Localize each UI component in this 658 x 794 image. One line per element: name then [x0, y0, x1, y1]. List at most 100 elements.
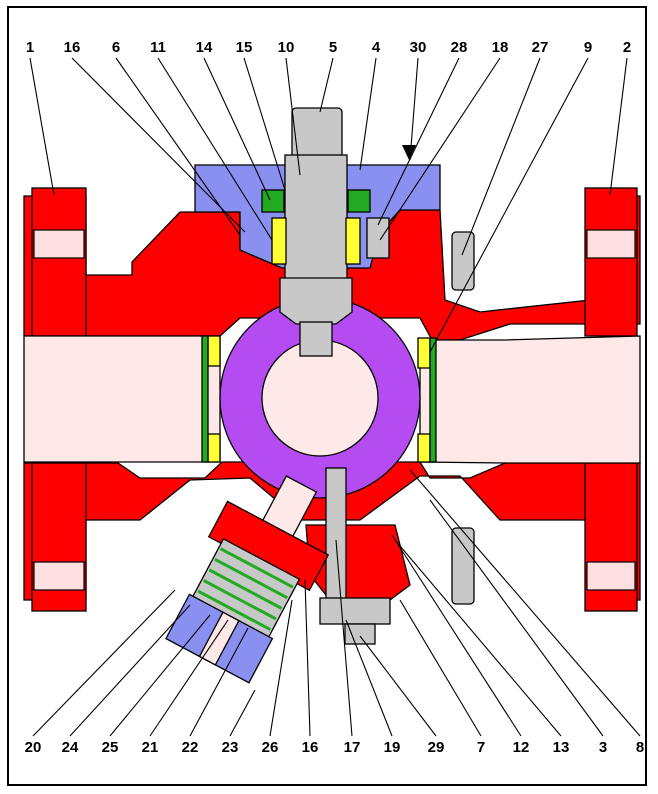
belleville-right [345, 217, 361, 265]
leader-bottom-15 [409, 469, 641, 737]
leader-bottom-11 [399, 599, 482, 737]
label-top-2: 6 [112, 39, 120, 56]
leader-bottom-9 [345, 619, 393, 737]
leader-bottom-1 [69, 604, 191, 737]
flange-right-bolt-hole-top [586, 229, 636, 259]
flange-right [584, 187, 638, 612]
stem-tang [299, 321, 333, 357]
leader-top-5 [243, 57, 286, 191]
label-bottom-15: 8 [636, 739, 644, 756]
label-top-10: 28 [451, 39, 468, 56]
leader-top-10 [377, 57, 460, 226]
flange-right-bolt-hole-bottom [586, 561, 636, 591]
leader-top-6 [285, 57, 301, 176]
arrow-30 [402, 145, 416, 160]
label-bottom-8: 17 [344, 739, 361, 756]
seat-left-lower [207, 433, 221, 463]
label-bottom-12: 12 [513, 739, 530, 756]
ball-bore [261, 339, 379, 457]
sealant-injector [165, 475, 330, 684]
leader-bottom-13 [394, 539, 562, 737]
leader-bottom-10 [359, 635, 437, 737]
label-top-4: 14 [196, 39, 213, 56]
flange-left-bolt-hole-top [33, 229, 85, 259]
label-bottom-0: 20 [25, 739, 42, 756]
stem-top [291, 107, 343, 159]
label-bottom-6: 26 [262, 739, 279, 756]
spring-pack-top-right [347, 189, 371, 213]
flange-right-upper [584, 187, 638, 337]
leader-top-3 [157, 57, 273, 241]
seat-right-lower [417, 433, 431, 463]
body-bolt-upper [451, 231, 475, 291]
label-top-8: 4 [372, 39, 381, 56]
label-bottom-11: 7 [477, 739, 485, 756]
label-top-5: 15 [236, 39, 253, 56]
stem-shaft [284, 154, 348, 281]
label-top-13: 9 [584, 39, 592, 56]
label-top-3: 11 [150, 39, 166, 56]
spring-pack-top-left [261, 189, 285, 213]
leader-top-0 [29, 57, 55, 196]
flange-left [31, 187, 87, 612]
leader-bottom-4 [189, 627, 249, 737]
leader-bottom-8 [335, 539, 353, 737]
seat-ring-right [429, 337, 437, 463]
leader-top-2 [115, 57, 241, 236]
flange-left-upper [31, 187, 87, 337]
leader-bottom-14 [429, 499, 604, 737]
leader-top-11 [379, 57, 501, 241]
leader-bottom-5 [229, 689, 256, 737]
body-bolt-lower [451, 527, 475, 605]
label-top-9: 30 [410, 39, 427, 56]
seat-left-upper [207, 335, 221, 367]
leader-bottom-12 [391, 534, 522, 737]
bore-left [23, 335, 221, 463]
leader-bottom-2 [109, 614, 211, 737]
trunnion-bolt [344, 623, 376, 645]
leader-top-9 [409, 57, 419, 161]
leader-top-14 [609, 57, 628, 196]
leader-top-7 [319, 57, 334, 113]
stem [279, 107, 353, 357]
label-bottom-14: 3 [599, 739, 607, 756]
label-top-14: 2 [623, 39, 631, 56]
trunnion-flange [319, 597, 391, 625]
label-bottom-3: 21 [142, 739, 159, 756]
bore-right [419, 335, 641, 464]
leader-top-12 [461, 57, 541, 256]
label-bottom-1: 24 [62, 739, 79, 756]
bonnet-bolt [366, 217, 390, 259]
label-top-6: 10 [278, 39, 295, 56]
leader-top-8 [359, 57, 377, 171]
label-bottom-10: 29 [428, 739, 445, 756]
leader-bottom-7 [304, 579, 311, 737]
label-bottom-9: 19 [384, 739, 401, 756]
injector-cap-slot [198, 611, 240, 666]
label-top-11: 18 [492, 39, 509, 56]
label-top-7: 5 [329, 39, 337, 56]
leader-bottom-3 [149, 619, 229, 737]
label-bottom-13: 13 [553, 739, 570, 756]
stem-collar [279, 277, 353, 325]
label-top-12: 27 [532, 39, 549, 56]
seat-ring-left [201, 335, 209, 463]
leader-bottom-0 [32, 589, 176, 737]
trunnion [325, 467, 347, 601]
belleville-left [271, 217, 287, 265]
leader-top-4 [203, 57, 271, 201]
leader-top-13 [429, 57, 589, 353]
leader-top-1 [71, 57, 246, 233]
leader-bottom-6 [269, 599, 293, 737]
flange-left-bolt-hole-bottom [33, 561, 85, 591]
leader-lines [29, 57, 641, 737]
label-top-1: 16 [64, 39, 81, 56]
label-bottom-7: 16 [302, 739, 319, 756]
label-bottom-2: 25 [102, 739, 119, 756]
label-bottom-5: 23 [222, 739, 239, 756]
label-bottom-4: 22 [182, 739, 199, 756]
seat-right-upper [417, 337, 431, 369]
packing-springs-upper [261, 189, 371, 265]
